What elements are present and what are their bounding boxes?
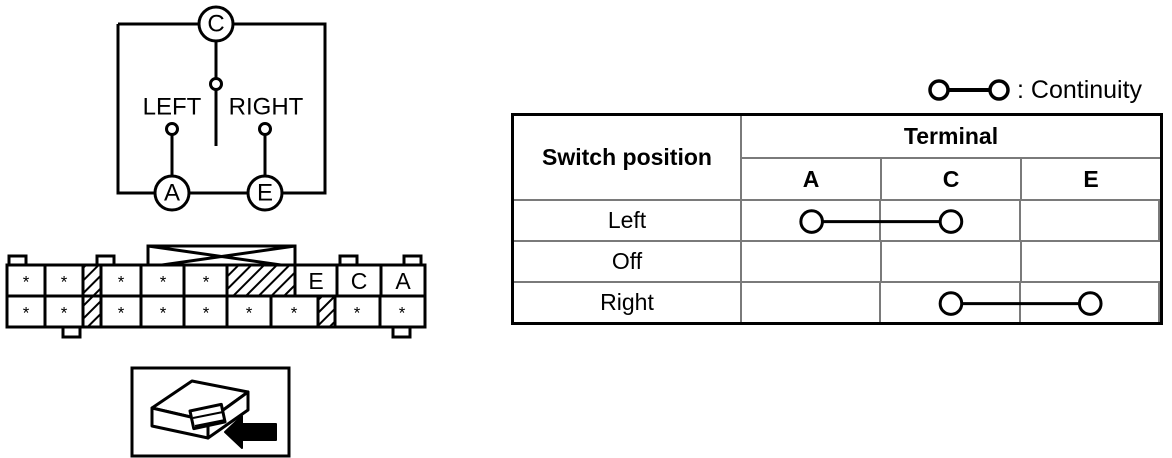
connector-blank-hatch-top xyxy=(81,263,103,298)
connector-pin-label-e: E xyxy=(308,268,323,294)
connector-bottom-row: * * * * * * * * * xyxy=(5,294,427,329)
connector-pin-diagram: * * * * * E C A * * * xyxy=(0,235,470,355)
svg-text:*: * xyxy=(160,273,167,292)
connector-svg: * * * * * E C A * * * xyxy=(5,244,427,339)
svg-text:*: * xyxy=(354,304,361,323)
cell-right-a xyxy=(742,283,882,322)
row-continuity-right xyxy=(742,283,1160,322)
row-position-right: Right xyxy=(514,283,742,322)
svg-text:*: * xyxy=(160,304,167,323)
svg-text:*: * xyxy=(203,304,210,323)
svg-text:*: * xyxy=(291,304,298,323)
header-terminal-c: C xyxy=(882,159,1022,199)
header-switch-position: Switch position xyxy=(514,116,742,199)
right-contact-node xyxy=(258,122,272,136)
connector-3d-icon xyxy=(150,379,250,440)
table-row: Off xyxy=(514,240,1160,281)
header-terminal-e: E xyxy=(1083,165,1099,192)
row-continuity-left xyxy=(742,201,1160,240)
continuity-legend-label: : Continuity xyxy=(1017,76,1143,104)
row-continuity-off xyxy=(742,242,1160,281)
cell-left-a xyxy=(742,201,882,240)
svg-text:*: * xyxy=(203,273,210,292)
terminal-a-label: A xyxy=(164,180,180,207)
switch-pivot-node xyxy=(209,77,223,91)
header-terminal-columns: A C E xyxy=(742,159,1160,199)
svg-text:*: * xyxy=(23,273,30,292)
terminal-e-label: E xyxy=(257,180,273,207)
svg-text:*: * xyxy=(23,304,30,323)
terminal-e-node xyxy=(246,174,284,212)
header-terminal-a: A xyxy=(742,159,882,199)
continuity-symbol-icon xyxy=(928,79,1010,101)
connector-blank-hatch-bottom-right xyxy=(316,294,337,329)
cell-right-e xyxy=(1021,283,1160,322)
connector-blank-hatch-bottom-left xyxy=(81,294,103,329)
switch-schematic: C LEFT RIGHT A E xyxy=(0,0,480,230)
header-terminal-group: Terminal A C E xyxy=(742,116,1160,199)
svg-text:*: * xyxy=(118,273,125,292)
table-row: Right xyxy=(514,281,1160,322)
row-position-left: Left xyxy=(514,201,742,240)
svg-text:*: * xyxy=(61,304,68,323)
pointer-arrow-icon xyxy=(224,415,277,449)
right-position-label: RIGHT xyxy=(229,94,304,121)
svg-text:*: * xyxy=(246,304,253,323)
terminal-c-label: C xyxy=(207,11,224,38)
connector-top-row: * * * * * E C A xyxy=(5,263,427,298)
svg-text:*: * xyxy=(118,304,125,323)
schematic-svg: C LEFT RIGHT A E xyxy=(116,5,327,212)
svg-text:*: * xyxy=(399,304,406,323)
cell-off-a xyxy=(742,242,882,281)
cell-off-e xyxy=(1022,242,1160,281)
schematic-wire-loop xyxy=(116,22,327,195)
left-contact-node xyxy=(165,122,179,136)
component-illustration-svg xyxy=(130,366,291,458)
cell-left-c xyxy=(881,201,1021,240)
component-illustration xyxy=(130,366,305,458)
row-position-off: Off xyxy=(514,242,742,281)
svg-text:*: * xyxy=(61,273,68,292)
table-header: Switch position Terminal A C E xyxy=(514,116,1160,199)
continuity-table: Switch position Terminal A C E Left Off xyxy=(511,113,1163,325)
connector-pin-label-a: A xyxy=(395,268,411,294)
connector-pin-label-c: C xyxy=(351,268,368,294)
terminal-a-node xyxy=(153,174,191,212)
cell-right-c xyxy=(881,283,1021,322)
header-terminal-title: Terminal xyxy=(742,116,1160,159)
connector-blank-hatch-wide xyxy=(225,263,297,298)
cell-off-c xyxy=(882,242,1022,281)
continuity-legend: : Continuity xyxy=(925,73,1172,107)
left-position-label: LEFT xyxy=(143,94,202,121)
cell-left-e xyxy=(1021,201,1160,240)
table-row: Left xyxy=(514,199,1160,240)
